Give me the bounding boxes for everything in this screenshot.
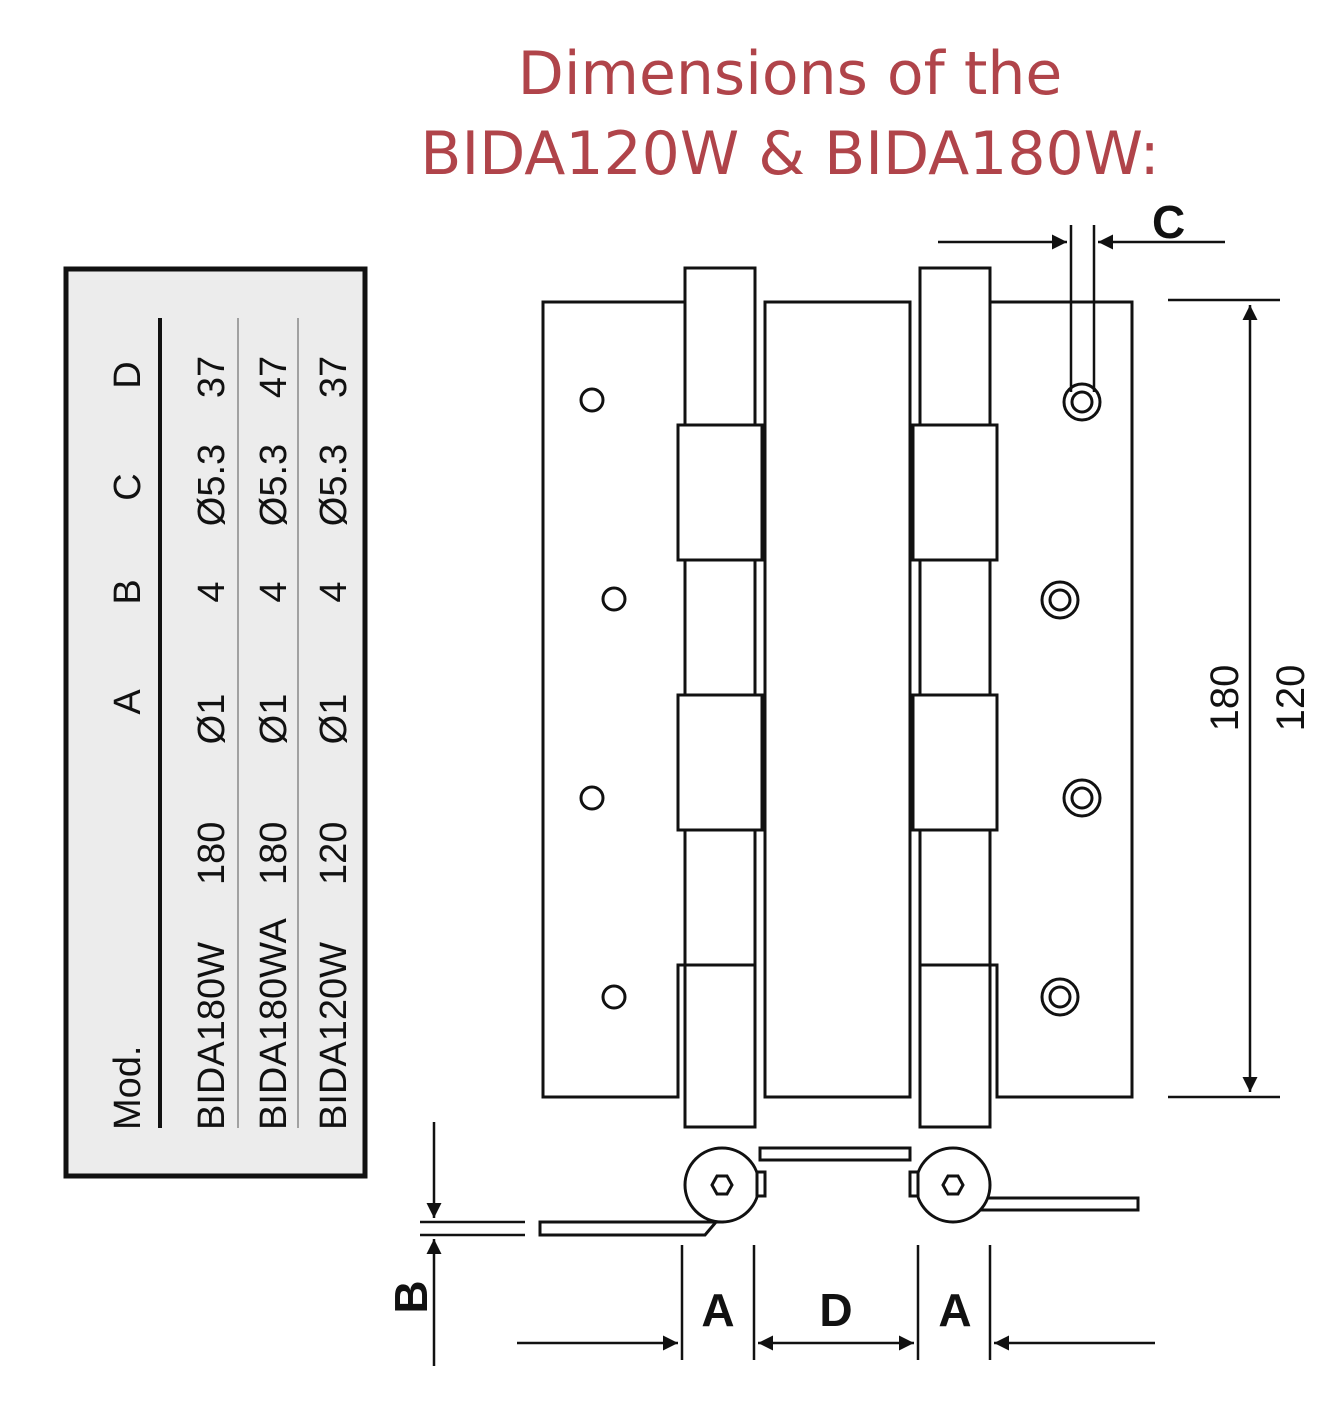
row1-d: 37 [191, 356, 233, 398]
row1-model: BIDA180W [191, 942, 233, 1130]
left-barrel-knuckle [683, 828, 757, 967]
right-barrel-knuckle [918, 558, 992, 697]
dimension-c [938, 225, 1225, 392]
center-plate [763, 300, 912, 1099]
label-a-left: A [701, 1284, 734, 1336]
hinge-front-view [541, 266, 1134, 1129]
row1-c: Ø5.3 [191, 444, 233, 526]
height-120-label: 120 [1269, 665, 1313, 732]
row2-model: BIDA180WA [253, 917, 295, 1130]
row3-model: BIDA120W [313, 942, 355, 1130]
left-barrel-knuckle [683, 558, 757, 697]
right-barrel-top [918, 266, 992, 427]
row3-c: Ø5.3 [313, 444, 355, 526]
table-header-a: A [107, 689, 149, 715]
row3-d: 37 [313, 356, 355, 398]
row2-b: 4 [253, 581, 295, 602]
hex-socket-icon [941, 1174, 965, 1196]
row3-length: 120 [313, 822, 355, 885]
right-barrel-bottom [918, 963, 992, 1129]
row2-length: 180 [253, 822, 295, 885]
table-header-b: B [107, 579, 149, 604]
spec-table: Mod. A B C D BIDA180W 180 Ø1 4 Ø5.3 37 B… [63, 266, 368, 1179]
dimension-height [1168, 298, 1280, 1099]
left-barrel-bottom [683, 963, 757, 1129]
title-line-1: Dimensions of the [517, 39, 1063, 109]
row3-a: Ø1 [313, 694, 355, 745]
label-c: C [1152, 196, 1185, 248]
label-b: B [385, 1280, 437, 1313]
row2-a: Ø1 [253, 694, 295, 745]
screw-hole [579, 785, 605, 811]
title-line-2: BIDA120W & BIDA180W: [420, 119, 1160, 189]
height-180-label: 180 [1203, 665, 1247, 732]
right-barrel-knuckle [918, 828, 992, 967]
table-header-c: C [107, 473, 149, 500]
hex-socket-icon [710, 1174, 734, 1196]
label-d: D [819, 1284, 852, 1336]
row1-b: 4 [191, 581, 233, 602]
row2-c: Ø5.3 [253, 444, 295, 526]
left-plate-profile [538, 1210, 724, 1237]
table-header-d: D [107, 361, 149, 388]
screw-hole [601, 586, 627, 612]
left-barrel-top [683, 266, 757, 427]
row1-a: Ø1 [191, 694, 233, 745]
row2-d: 47 [253, 356, 295, 398]
row1-length: 180 [191, 822, 233, 885]
row3-b: 4 [313, 581, 355, 602]
label-a-right: A [938, 1284, 971, 1336]
screw-hole [579, 387, 605, 413]
hinge-top-view [538, 1146, 1140, 1237]
right-plate-profile [973, 1196, 1140, 1212]
screw-hole [601, 984, 627, 1010]
dimension-b [420, 1122, 525, 1366]
table-header-mod: Mod. [107, 1046, 149, 1130]
dimension-ada [517, 1245, 1155, 1360]
